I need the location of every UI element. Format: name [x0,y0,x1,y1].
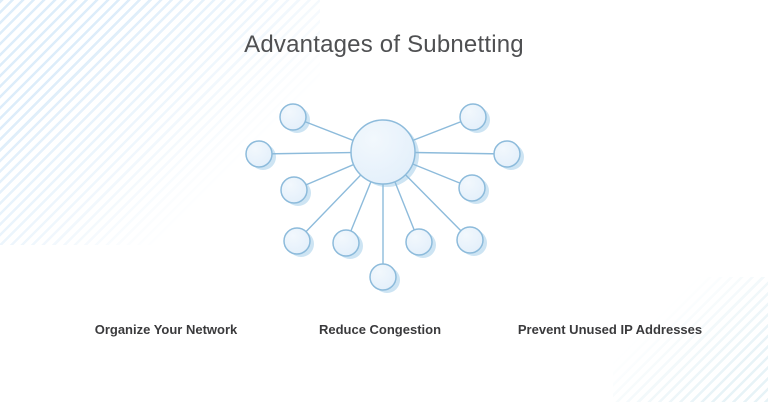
subnet-node-circle [456,226,484,254]
subnet-node-circle [283,227,311,255]
subnet-node-circle [332,229,360,257]
subnet-node-circle [459,103,487,131]
subnet-node-circle [245,140,273,168]
advantage-label-organize-network: Organize Your Network [94,322,238,337]
subnet-node-circle [493,140,521,168]
advantage-label-prevent-unused-ip: Prevent Unused IP Addresses [517,322,703,337]
advantage-label-reduce-congestion: Reduce Congestion [318,322,442,337]
page-title: Advantages of Subnetting [244,31,524,58]
subnet-node-circle [405,228,433,256]
subnet-node-circle [279,103,307,131]
subnet-node-circle [280,176,308,204]
subnet-node-circle [458,174,486,202]
subnet-node-circle [369,263,397,291]
hub-circle [350,119,416,185]
